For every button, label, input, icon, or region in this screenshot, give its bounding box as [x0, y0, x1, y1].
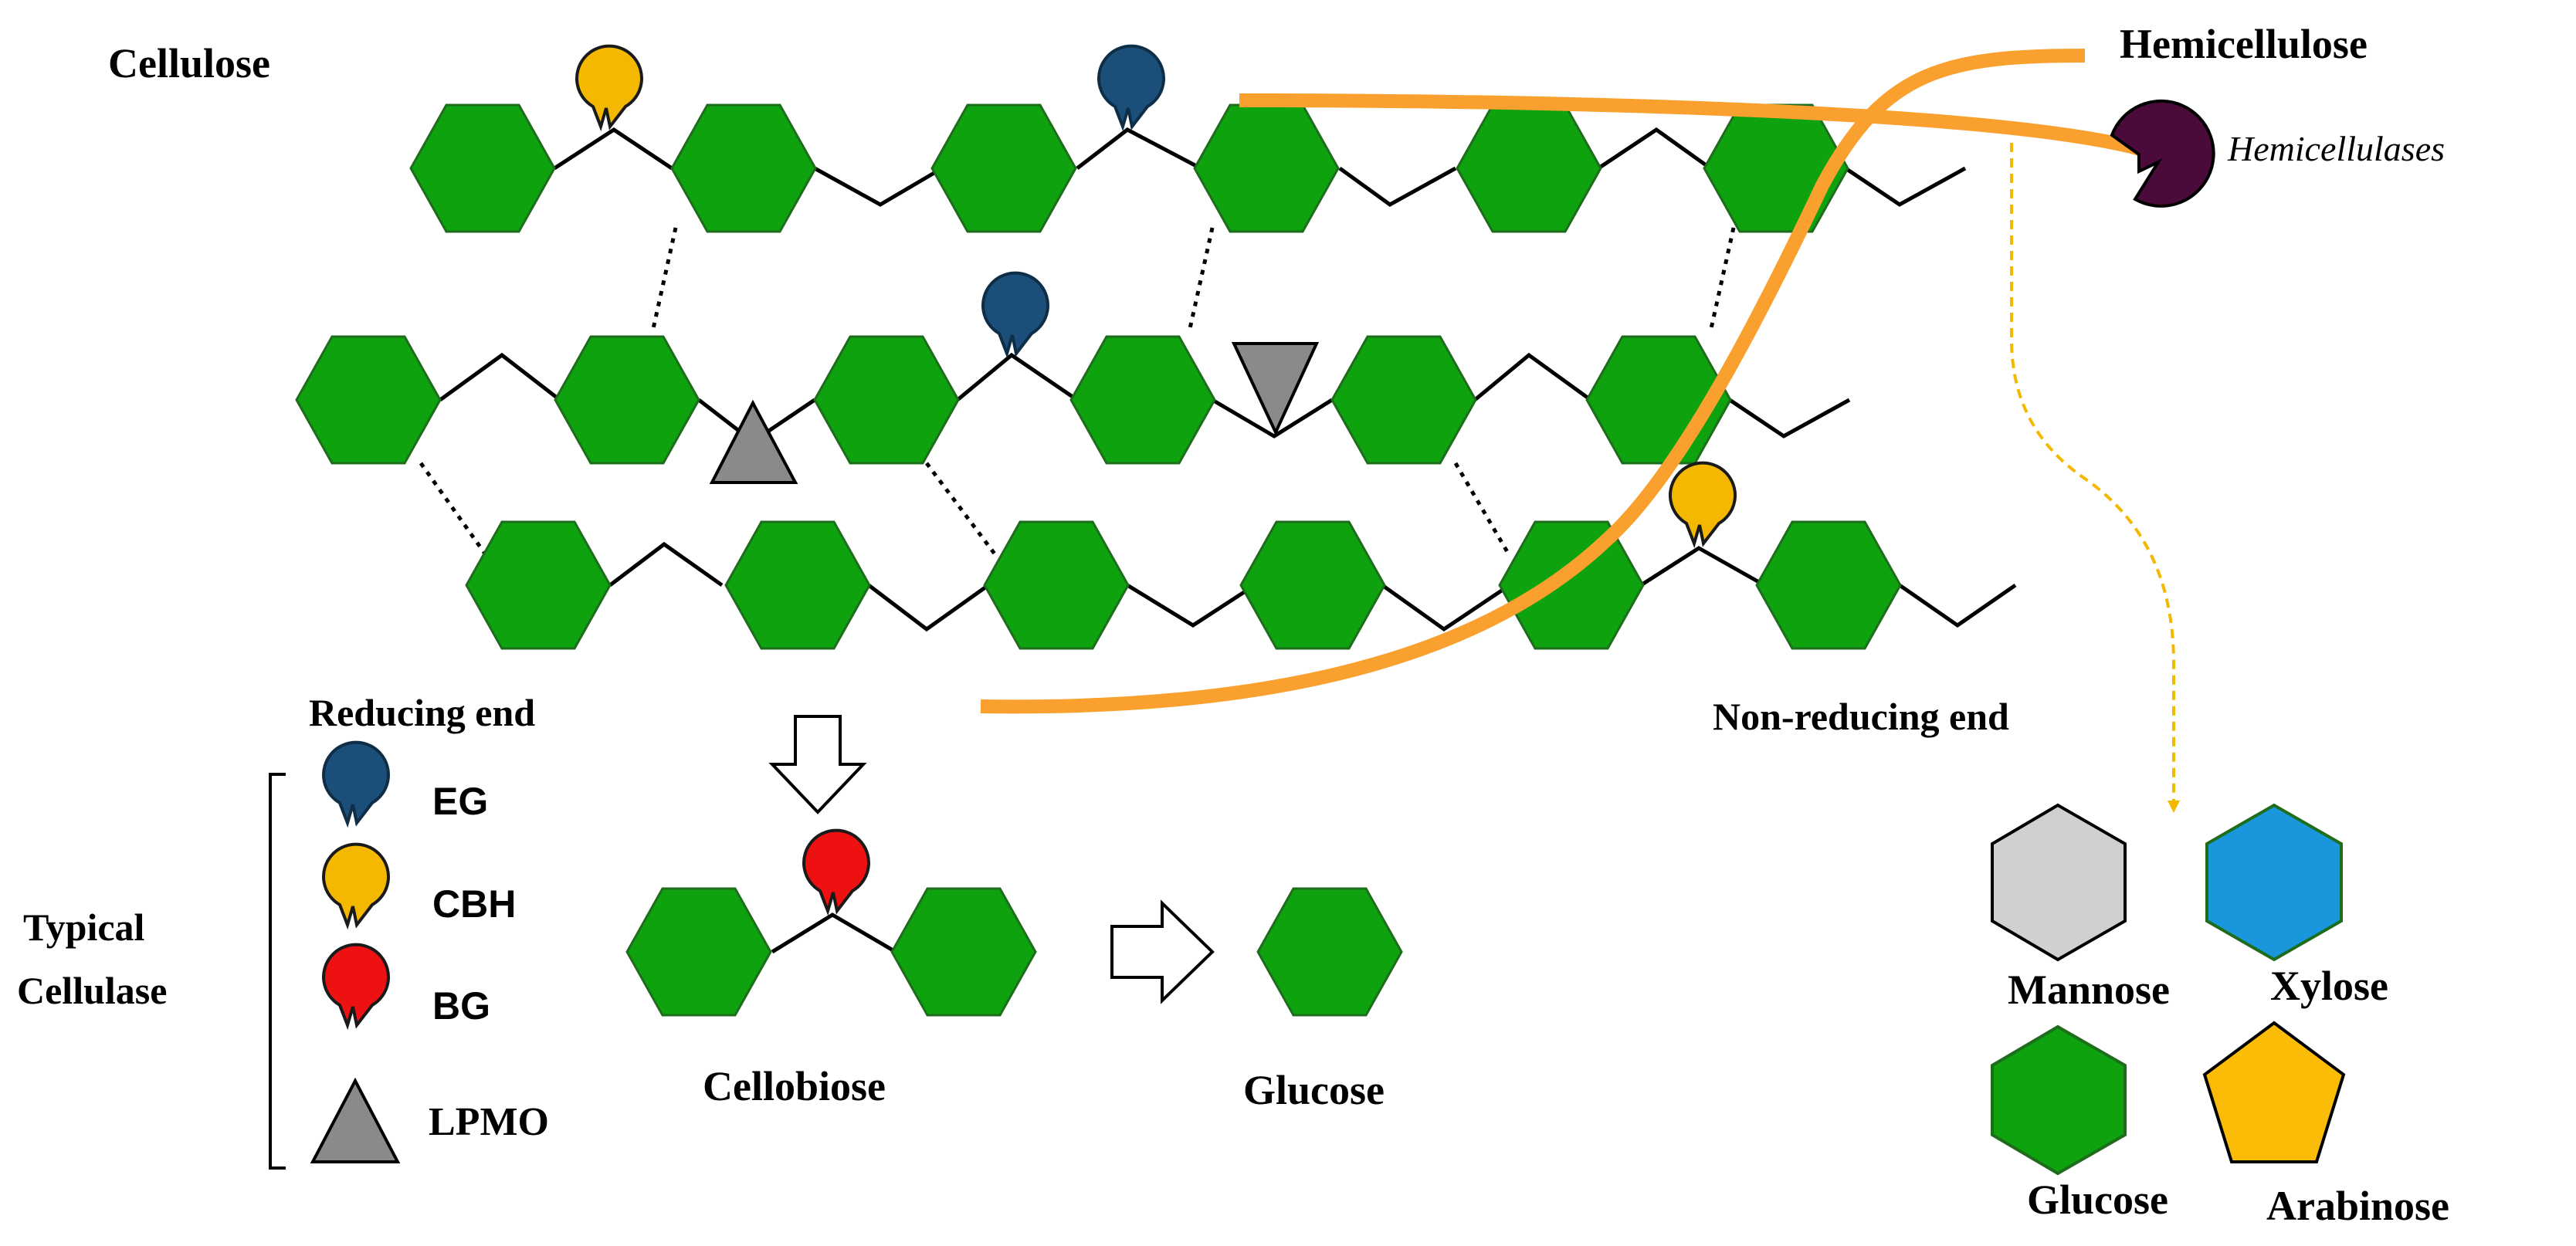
cbh-enzyme	[1669, 461, 1737, 549]
cellulase-label: Cellulase	[17, 969, 167, 1012]
down-arrow	[768, 715, 867, 814]
glucose-unit	[813, 335, 960, 465]
sugar-legend	[1991, 803, 2346, 1176]
hemicellulose-label: Hemicellulose	[2120, 21, 2368, 67]
mannose-hexagon	[1991, 803, 2127, 962]
glucose-unit	[724, 520, 871, 650]
right-arrow	[1110, 899, 1215, 1004]
xylose-label: Xylose	[2270, 963, 2388, 1009]
cellulose-row-3	[465, 520, 1902, 650]
lpmo-triangle	[1231, 342, 1320, 436]
glucose-unit	[983, 520, 1130, 650]
mannose-label: Mannose	[2008, 967, 2170, 1013]
enzyme-legend	[269, 740, 401, 1170]
hydrogen-bonds	[419, 227, 1736, 557]
hemicellulases-label: Hemicellulases	[2227, 129, 2445, 168]
bg-legend-icon	[322, 943, 390, 1031]
arabinose-pentagon	[2202, 1021, 2346, 1163]
glucose-unit	[295, 335, 442, 465]
lpmo-triangle	[709, 399, 798, 484]
legend-bracket	[269, 773, 286, 1170]
glucose-unit	[1456, 103, 1602, 233]
glucose-unit	[670, 103, 817, 233]
glycosidic-bonds	[439, 127, 2017, 954]
glucose-unit	[625, 887, 772, 1017]
glucose-legend-label: Glucose	[2027, 1177, 2168, 1223]
eg-enzyme	[981, 271, 1049, 359]
typical-label: Typical	[23, 906, 145, 949]
glucose-product-hexagon	[1256, 887, 1403, 1017]
arabinose-label: Arabinose	[2266, 1183, 2449, 1229]
glucose-unit	[1193, 103, 1340, 233]
cellulose-row-1	[409, 103, 1849, 233]
cellobiose-molecule	[625, 828, 1037, 1017]
glucose-unit	[1755, 520, 1902, 650]
cbh-legend-icon	[322, 842, 390, 930]
xylose-hexagon	[2205, 803, 2343, 962]
lpmo-label: LPMO	[429, 1100, 549, 1144]
eg-label: EG	[432, 780, 488, 823]
glucose-unit	[465, 520, 612, 650]
eg-legend-icon	[322, 740, 390, 828]
glucose-unit	[409, 103, 556, 233]
glucose-unit	[930, 103, 1077, 233]
glucose-unit	[1498, 520, 1645, 650]
non-reducing-end-label: Non-reducing end	[1713, 695, 2009, 738]
cellulose-label: Cellulose	[108, 40, 270, 86]
glucose-unit	[1069, 335, 1216, 465]
hemicellulose-strand-2	[980, 49, 2086, 714]
glucose-unit	[1239, 520, 1386, 650]
dashed-arrow	[2010, 143, 2180, 813]
bg-enzyme	[802, 828, 870, 916]
bg-label: BG	[432, 984, 490, 1028]
glucose-product-label: Glucose	[1243, 1067, 1385, 1113]
hemicellulase-enzyme	[2110, 99, 2215, 208]
glucose-unit	[554, 335, 700, 465]
glucose-unit	[1330, 335, 1477, 465]
cellobiose-label: Cellobiose	[703, 1063, 886, 1109]
reducing-end-label: Reducing end	[309, 691, 535, 734]
glucose-legend-hexagon	[1991, 1024, 2127, 1176]
cbh-enzyme	[575, 44, 643, 132]
glucose-unit	[890, 887, 1037, 1017]
cbh-label: CBH	[432, 882, 516, 926]
eg-enzyme	[1097, 44, 1165, 132]
lpmo-legend-icon	[310, 1077, 401, 1163]
